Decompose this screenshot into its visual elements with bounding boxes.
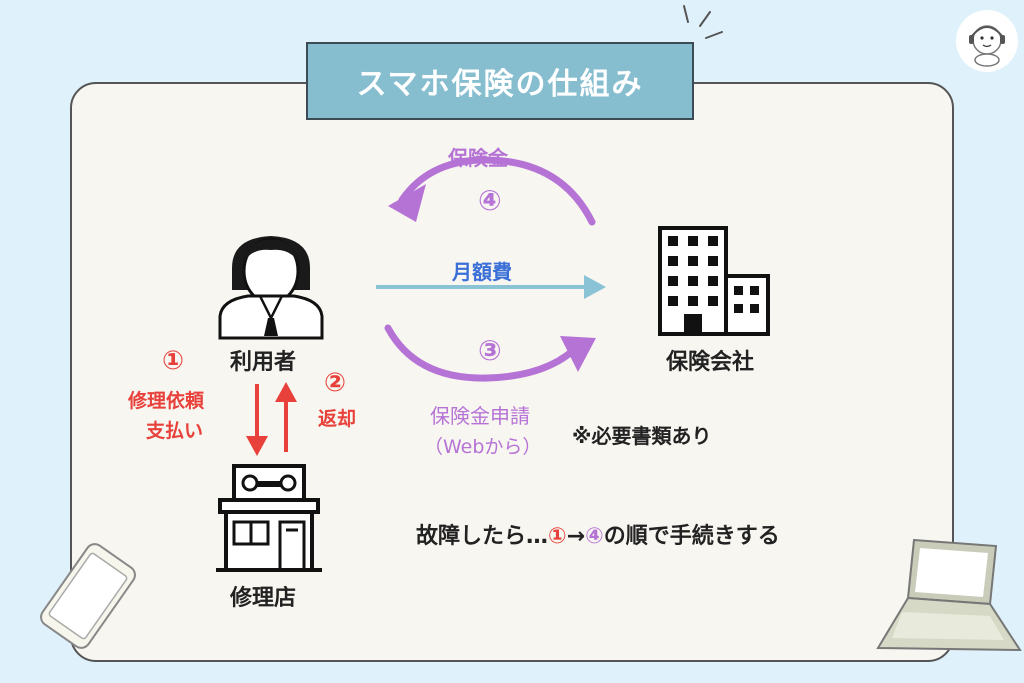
insurer-label: 保険会社 (666, 350, 755, 375)
step2-number: ② (324, 368, 347, 398)
diagram-title: スマホ保険の仕組み (306, 42, 694, 120)
mascot-icon (969, 25, 1005, 67)
step2-label: 返却 (318, 408, 357, 430)
docs-note: ※必要書類あり (572, 424, 712, 448)
step2-arrowhead (275, 382, 297, 402)
payout-arrow (398, 156, 596, 226)
step1-line1: 修理依頼 (128, 390, 205, 412)
step1-line2: 支払い (146, 420, 204, 442)
process-to-step: ④ (585, 524, 604, 549)
premium-label: 月額費 (452, 260, 512, 284)
payout-step: ④ (478, 184, 502, 217)
premium-arrowhead (584, 275, 606, 299)
claim-arrowhead (560, 336, 596, 372)
claim-label: 保険金申請 (430, 404, 530, 428)
process-arrow: → (566, 524, 586, 549)
process-note: 故障したら…①→④の順で手続きする (416, 518, 780, 550)
diagram-panel (70, 82, 954, 662)
process-prefix: 故障したら… (416, 524, 549, 549)
payout-arrowhead (388, 184, 426, 222)
step1-arrowhead (246, 436, 268, 456)
payout-label: 保険金 (448, 146, 508, 170)
avatar (956, 10, 1018, 72)
process-from-step: ① (548, 524, 567, 549)
claim-step: ③ (478, 334, 502, 367)
process-suffix: の順で手続きする (603, 524, 780, 549)
claim-arrow (384, 324, 584, 382)
step1-number: ① (162, 346, 185, 376)
claim-method: （Webから） (424, 436, 542, 458)
user-label: 利用者 (230, 350, 297, 375)
repair-shop-label: 修理店 (230, 586, 297, 611)
